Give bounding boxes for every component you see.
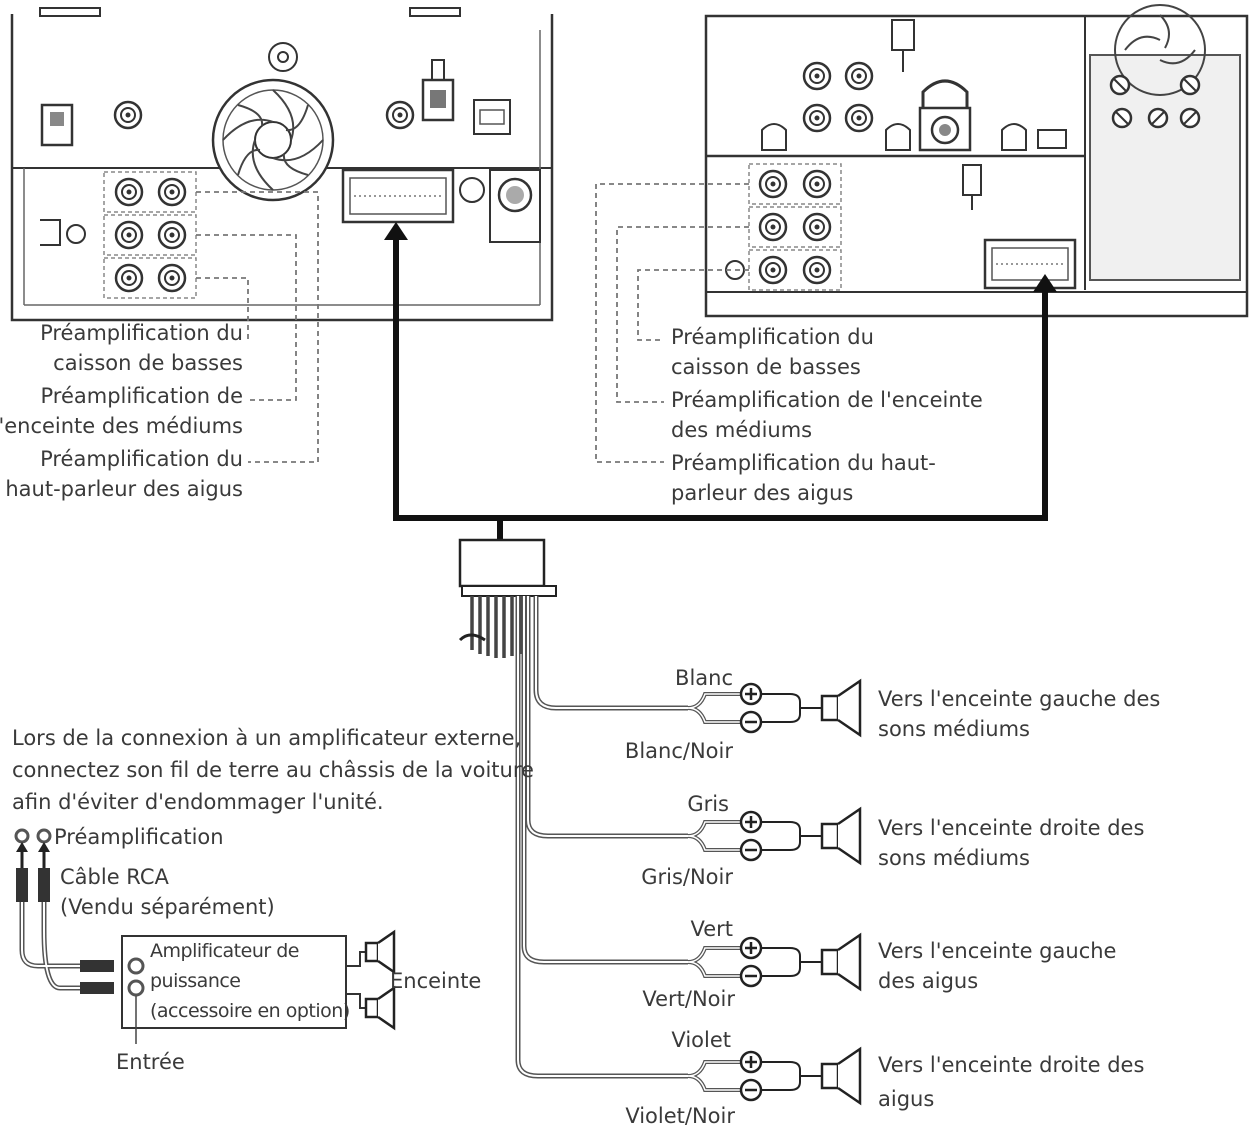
speaker-outputs xyxy=(687,678,862,1106)
left-head-unit xyxy=(10,7,554,463)
external-amp-graphic xyxy=(14,828,396,1044)
wire-label-minus-3: Violet/Noir xyxy=(625,1104,735,1128)
wire-label-plus-2: Vert xyxy=(690,917,733,941)
right-tweeter-label: Préamplification du haut-parleur des aig… xyxy=(671,451,936,505)
wire-label-minus-0: Blanc/Noir xyxy=(624,739,733,763)
preamp-label: Préamplification xyxy=(54,825,224,849)
speaker-output-2 xyxy=(687,932,862,992)
speaker-icon xyxy=(820,678,862,738)
speaker-output-0 xyxy=(687,678,862,738)
rca-cable-label: Câble RCA(Vendu séparément) xyxy=(60,865,275,919)
ground-note: Lors de la connexion à un amplificateur … xyxy=(12,726,534,814)
wire-label-plus-1: Gris xyxy=(687,792,729,816)
minus-terminal-icon xyxy=(739,1078,763,1102)
main-harness xyxy=(384,222,1057,1079)
plus-terminal-icon xyxy=(739,810,763,834)
plus-terminal-icon xyxy=(739,936,763,960)
speaker-icon xyxy=(820,806,862,866)
speaker-output-1 xyxy=(687,806,862,866)
input-label: Entrée xyxy=(116,1050,185,1074)
minus-terminal-icon xyxy=(739,710,763,734)
speaker-icon xyxy=(820,1046,862,1106)
speaker-icon xyxy=(820,932,862,992)
minus-terminal-icon xyxy=(739,964,763,988)
wire-label-plus-3: Violet xyxy=(671,1028,731,1052)
right-head-unit xyxy=(595,4,1249,463)
minus-terminal-icon xyxy=(739,838,763,862)
amp-speaker-label: Enceinte xyxy=(390,969,482,993)
wire-label-minus-2: Vert/Noir xyxy=(642,987,735,1011)
speaker-output-3 xyxy=(687,1046,862,1106)
plus-terminal-icon xyxy=(739,682,763,706)
wire-label-minus-1: Gris/Noir xyxy=(641,865,733,889)
plus-terminal-icon xyxy=(739,1050,763,1074)
wire-label-plus-0: Blanc xyxy=(675,666,733,690)
